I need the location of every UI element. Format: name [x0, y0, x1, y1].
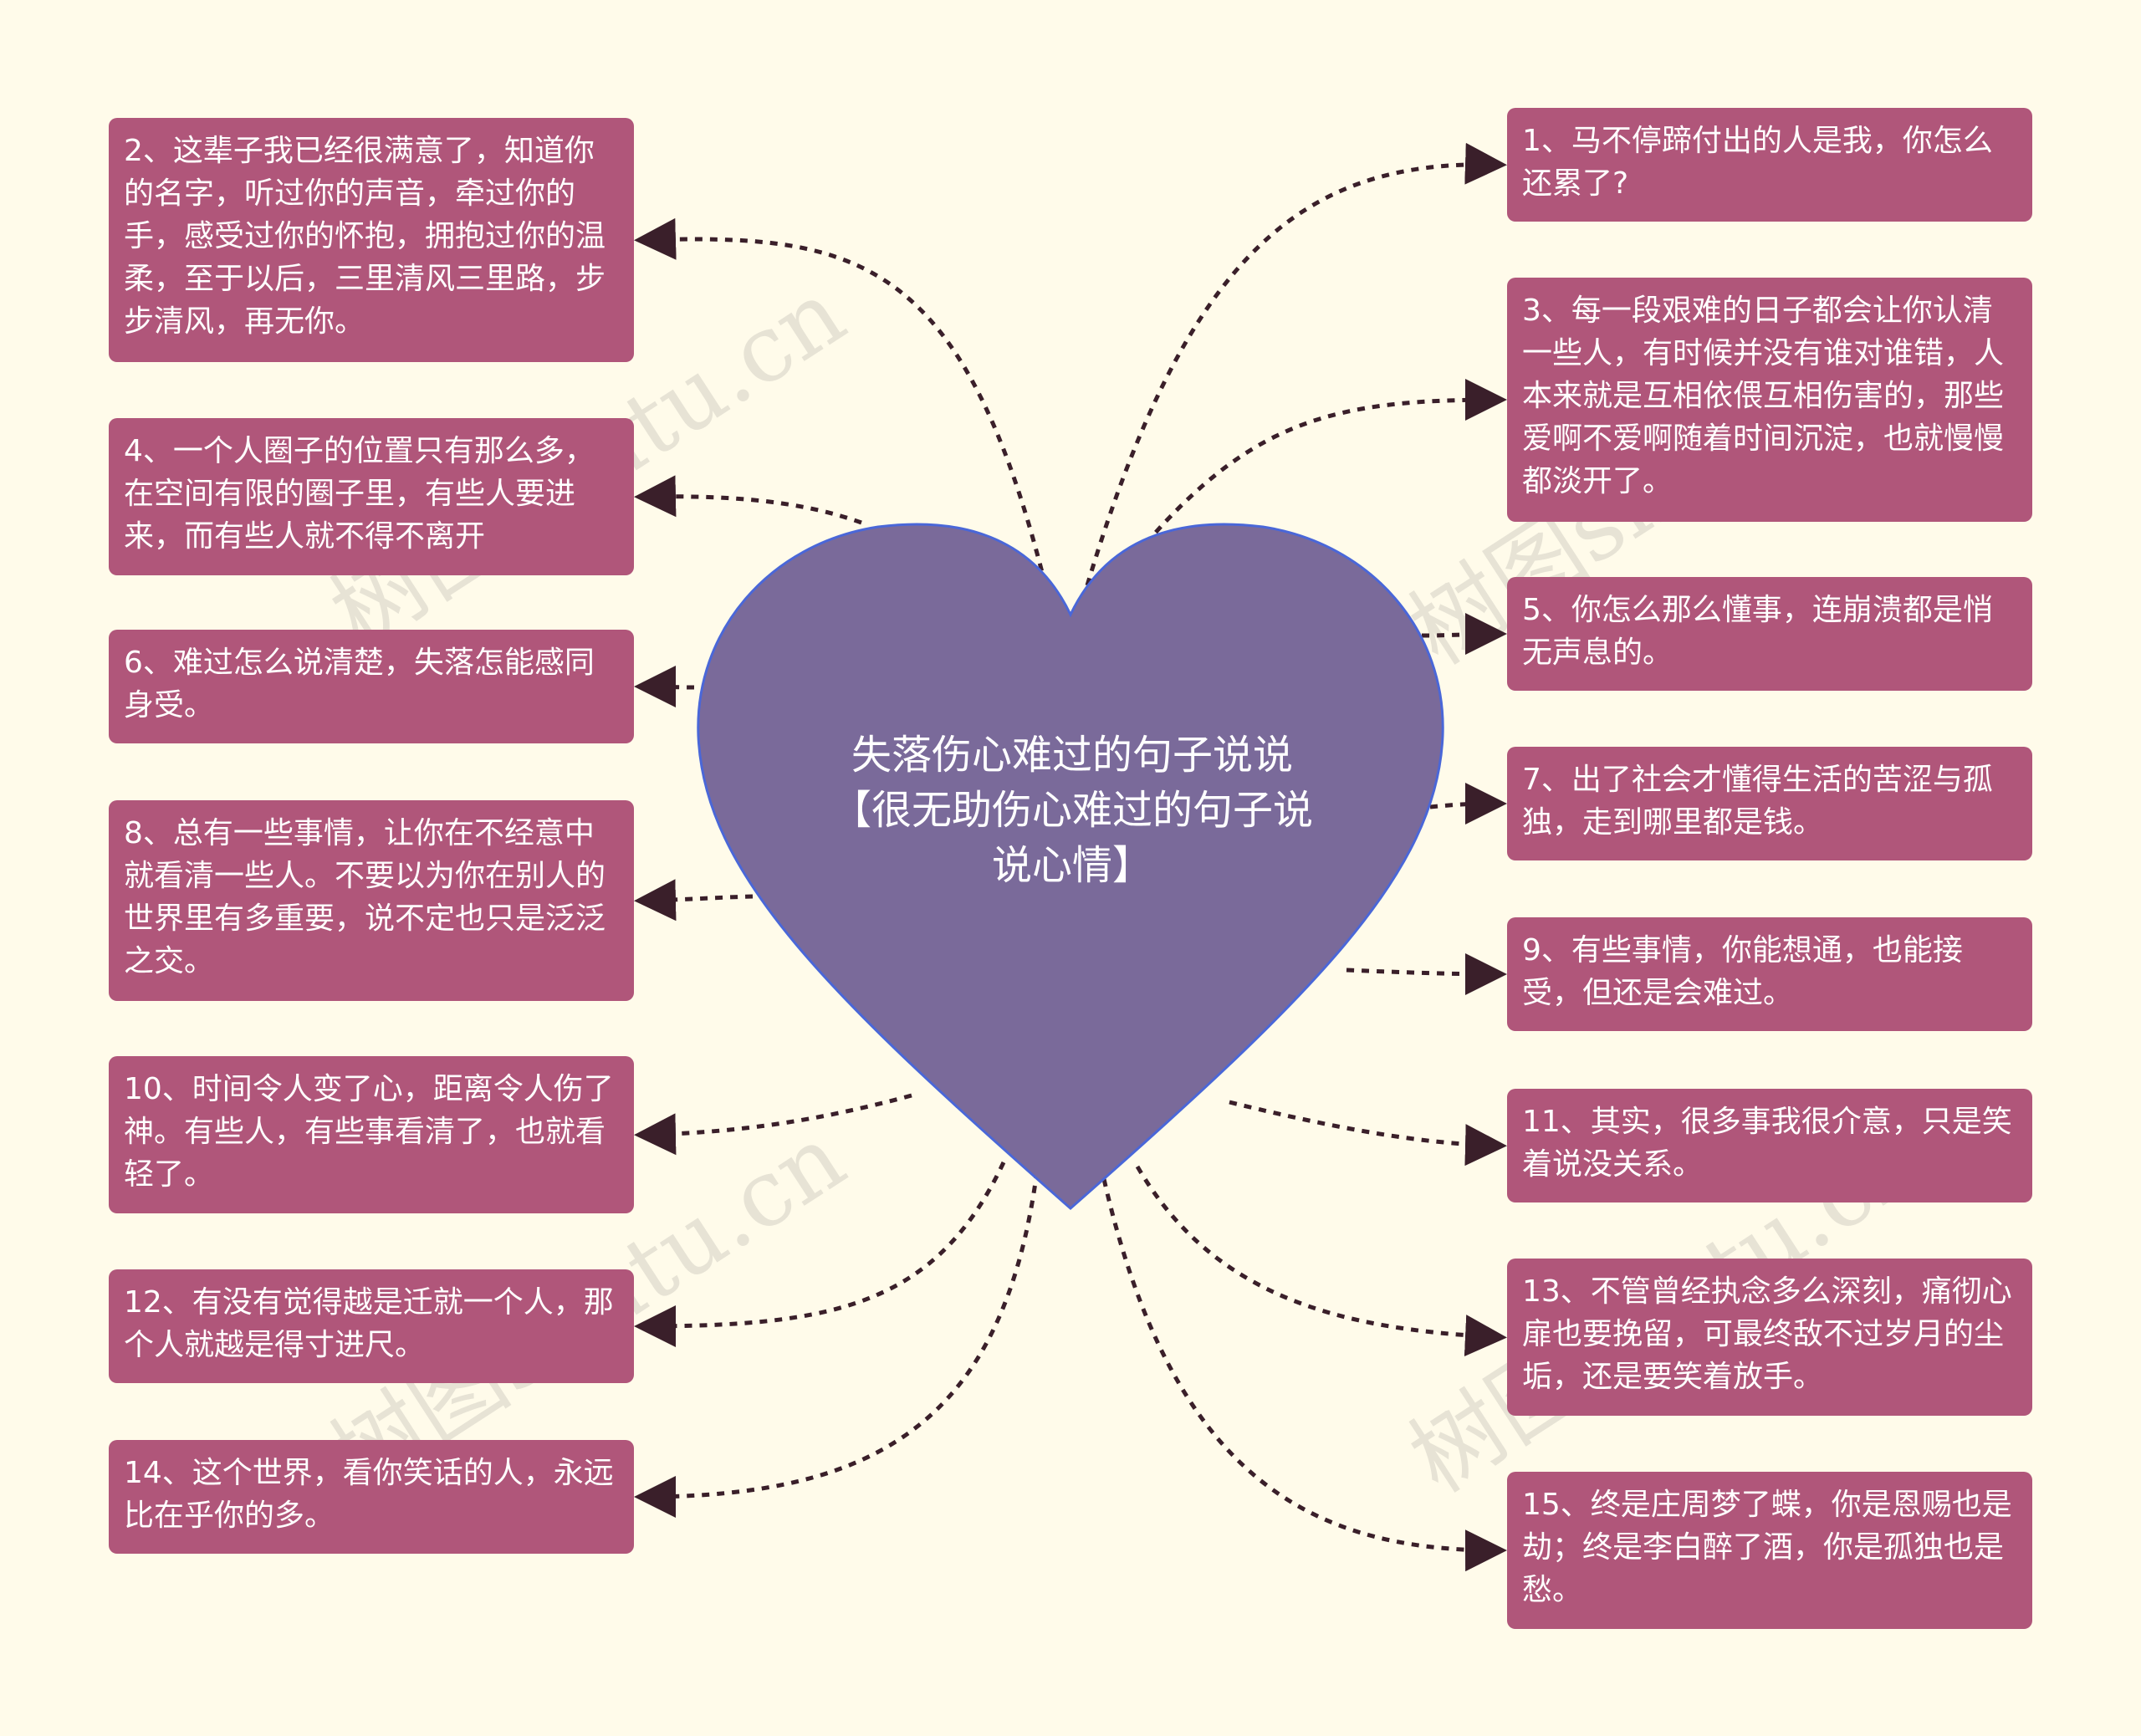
- branch-node-13[interactable]: 13、不管曾经执念多么深刻，痛彻心扉也要挽留，可最终敌不过岁月的尘垢，还是要笑着…: [1507, 1259, 2032, 1416]
- connector-8: [634, 879, 754, 922]
- central-heart-shape[interactable]: [697, 523, 1444, 1210]
- connector-3: [1144, 379, 1507, 545]
- branch-node-5[interactable]: 5、你怎么那么懂事，连崩溃都是悄无声息的。: [1507, 577, 2032, 691]
- connector-9: [1346, 952, 1507, 995]
- branch-node-6[interactable]: 6、难过怎么说清楚，失落怎能感同身受。: [109, 630, 634, 743]
- connector-15: [1101, 1178, 1507, 1572]
- connector-5: [1421, 613, 1507, 656]
- connector-1: [1085, 142, 1507, 586]
- branch-node-14[interactable]: 14、这个世界，看你笑话的人，永远比在乎你的多。: [109, 1440, 634, 1554]
- connector-10: [634, 1093, 912, 1156]
- connector-14: [634, 1170, 1040, 1518]
- connector-12: [634, 1161, 1006, 1347]
- branch-node-12[interactable]: 12、有没有觉得越是迁就一个人，那个人就越是得寸进尺。: [109, 1269, 634, 1383]
- connector-2: [634, 217, 1048, 586]
- branch-node-9[interactable]: 9、有些事情，你能想通，也能接受，但还是会难过。: [1507, 917, 2032, 1031]
- connector-13: [1135, 1165, 1507, 1357]
- branch-node-11[interactable]: 11、其实，很多事我很介意，只是笑着说没关系。: [1507, 1089, 2032, 1202]
- connector-group: [634, 142, 1507, 1572]
- branch-node-1[interactable]: 1、马不停蹄付出的人是我，你怎么还累了?: [1507, 108, 2032, 222]
- branch-node-2[interactable]: 2、这辈子我已经很满意了，知道你的名字，听过你的声音，牵过你的手，感受过你的怀抱…: [109, 118, 634, 362]
- connector-11: [1229, 1100, 1507, 1167]
- branch-node-4[interactable]: 4、一个人圈子的位置只有那么多，在空间有限的圈子里，有些人要进来，而有些人就不得…: [109, 418, 634, 575]
- connector-7: [1429, 783, 1507, 825]
- branch-node-15[interactable]: 15、终是庄周梦了蝶，你是恩赐也是劫；终是李白醉了酒，你是孤独也是愁。: [1507, 1472, 2032, 1629]
- branch-node-7[interactable]: 7、出了社会才懂得生活的苦涩与孤独，走到哪里都是钱。: [1507, 747, 2032, 860]
- branch-node-3[interactable]: 3、每一段艰难的日子都会让你认清一些人，有时候并没有谁对谁错，人本来就是互相依偎…: [1507, 278, 2032, 522]
- central-topic[interactable]: 失落伤心难过的句子说说【很无助伤心难过的句子说说心情】: [830, 732, 1313, 889]
- connector-4: [634, 475, 862, 525]
- branch-node-10[interactable]: 10、时间令人变了心，距离令人伤了神。有些人，有些事看清了，也就看轻了。: [109, 1056, 634, 1213]
- branch-node-8[interactable]: 8、总有一些事情，让你在不经意中就看清一些人。不要以为你在别人的世界里有多重要，…: [109, 800, 634, 1001]
